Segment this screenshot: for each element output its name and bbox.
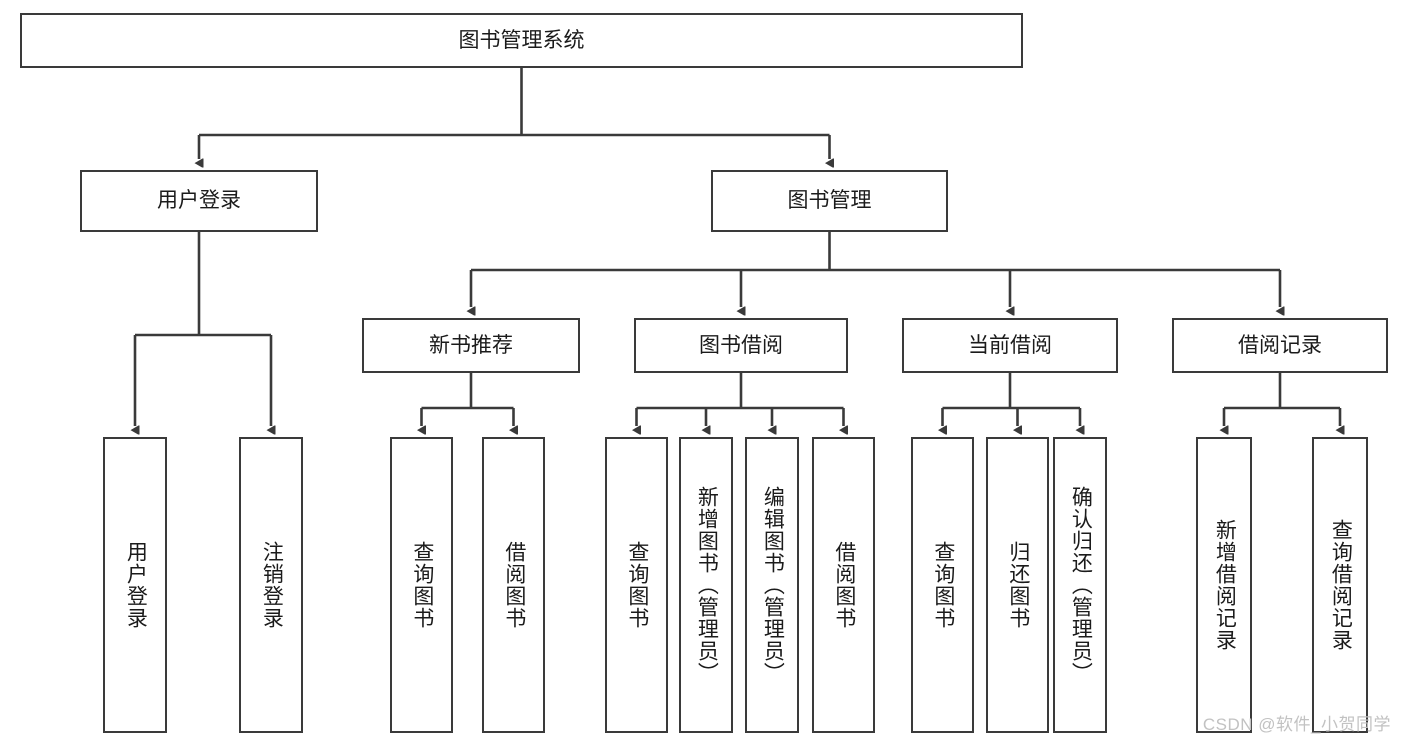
node-label: 用户登录: [157, 189, 241, 213]
node-label: 用户登录: [124, 541, 148, 629]
node-leaf-logout[interactable]: 注销登录: [239, 437, 303, 733]
node-leaf-user-login[interactable]: 用户登录: [103, 437, 167, 733]
node-leaf-confirm[interactable]: 确认归还（管理员）: [1053, 437, 1107, 733]
node-leaf-add-book[interactable]: 新增图书（管理员）: [679, 437, 733, 733]
node-label: 编辑图书（管理员）: [761, 486, 785, 684]
node-label: 确认归还（管理员）: [1069, 486, 1093, 684]
node-label: 新书推荐: [429, 333, 513, 357]
node-leaf-query-rec[interactable]: 查询借阅记录: [1312, 437, 1368, 733]
node-leaf-return[interactable]: 归还图书: [986, 437, 1049, 733]
node-leaf-query-3[interactable]: 查询图书: [911, 437, 974, 733]
node-label: 归还图书: [1006, 541, 1030, 629]
node-leaf-add-rec[interactable]: 新增借阅记录: [1196, 437, 1252, 733]
node-leaf-query-1[interactable]: 查询图书: [390, 437, 453, 733]
node-label: 新增图书（管理员）: [695, 486, 719, 684]
node-label: 注销登录: [260, 541, 284, 629]
node-label: 查询图书: [410, 541, 434, 629]
node-root[interactable]: 图书管理系统: [20, 13, 1023, 68]
node-borrow-record[interactable]: 借阅记录: [1172, 318, 1388, 373]
node-label: 图书管理: [787, 189, 872, 213]
watermark-text: CSDN @软件_小贺同学: [1202, 715, 1391, 734]
node-label: 查询图书: [625, 541, 649, 629]
node-current-borrow[interactable]: 当前借阅: [902, 318, 1118, 373]
node-leaf-edit-book[interactable]: 编辑图书（管理员）: [745, 437, 799, 733]
node-leaf-query-2[interactable]: 查询图书: [605, 437, 668, 733]
node-user-login[interactable]: 用户登录: [80, 170, 318, 232]
node-leaf-borrow-2[interactable]: 借阅图书: [812, 437, 875, 733]
node-label: 借阅记录: [1238, 333, 1322, 357]
node-label: 图书管理系统: [458, 28, 585, 52]
node-new-book-rec[interactable]: 新书推荐: [362, 318, 580, 373]
node-leaf-borrow-1[interactable]: 借阅图书: [482, 437, 545, 733]
node-label: 图书借阅: [699, 333, 783, 357]
node-label: 新增借阅记录: [1213, 519, 1237, 651]
node-label: 借阅图书: [502, 541, 526, 629]
node-book-borrow[interactable]: 图书借阅: [634, 318, 848, 373]
node-label: 当前借阅: [968, 333, 1052, 357]
node-label: 查询借阅记录: [1329, 519, 1353, 651]
node-label: 借阅图书: [832, 541, 856, 629]
node-book-manage[interactable]: 图书管理: [711, 170, 948, 232]
node-label: 查询图书: [931, 541, 955, 629]
